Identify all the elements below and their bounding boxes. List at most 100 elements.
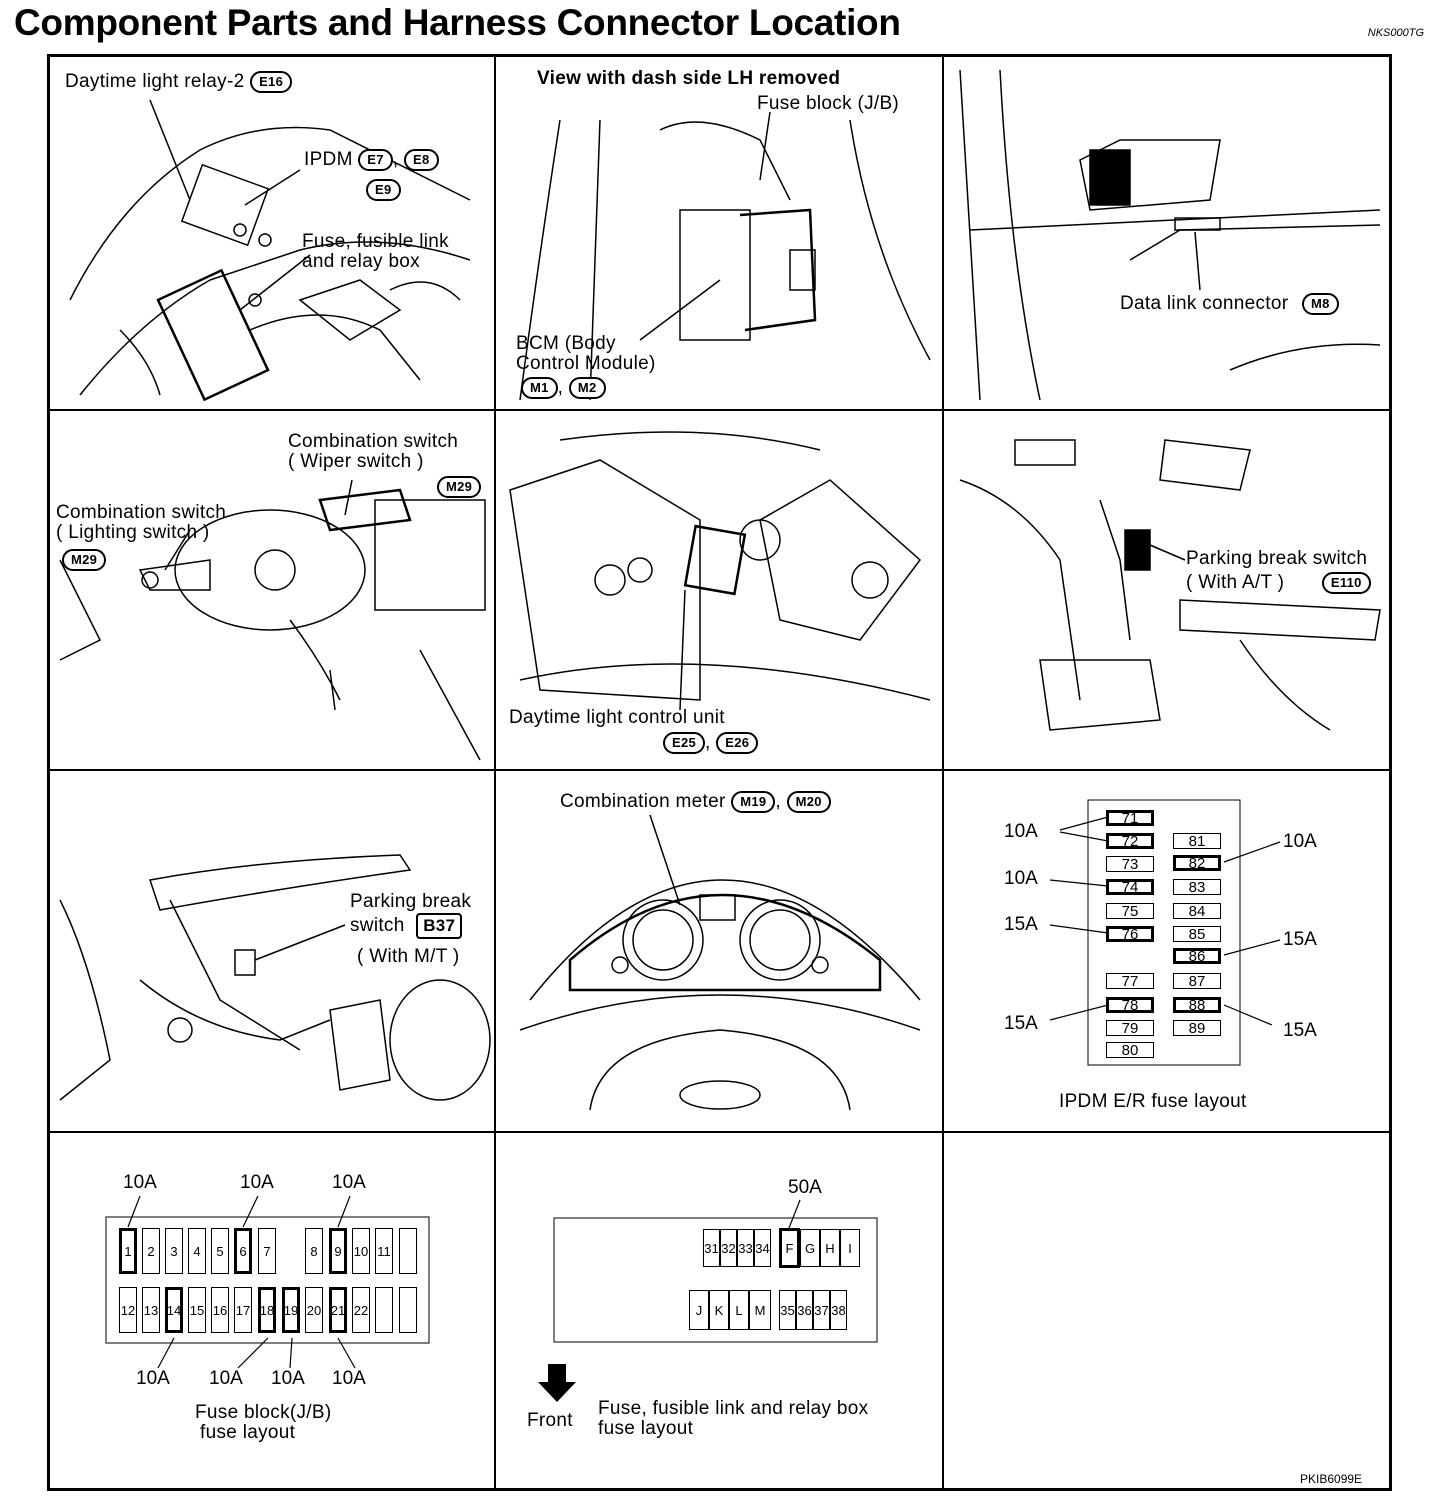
page-title: Component Parts and Harness Connector Lo… bbox=[14, 2, 901, 43]
parking-brake-mt-illustration bbox=[59, 854, 491, 1101]
amp-rating: 10A bbox=[1283, 831, 1317, 852]
engine-bay-illustration bbox=[69, 99, 471, 402]
connector-badge: M29 bbox=[437, 476, 482, 498]
relay-box-link-m: M bbox=[749, 1290, 771, 1330]
connector-badge: M1 bbox=[521, 377, 558, 399]
ipdm-connector-3: E9 bbox=[366, 179, 401, 201]
fuse-block-label: Fuse block (J/B) bbox=[757, 93, 900, 114]
jb-fuse-15: 15 bbox=[188, 1287, 206, 1333]
view-caption: View with dash side LH removed bbox=[537, 68, 841, 89]
jb-fuse-7: 7 bbox=[258, 1228, 276, 1274]
ipdm-fuse-76: 76 bbox=[1106, 926, 1154, 943]
jb-fuse-blank bbox=[375, 1287, 393, 1333]
daytime-light-relay-label: Daytime light relay-2 E16 bbox=[65, 71, 293, 93]
jb-fuse-6: 6 bbox=[234, 1228, 252, 1274]
steering-column-illustration bbox=[59, 479, 486, 761]
relay-box-fuse-33: 33 bbox=[737, 1229, 754, 1267]
amp-rating: 10A bbox=[1004, 821, 1038, 842]
jb-fuse-10: 10 bbox=[352, 1228, 370, 1274]
jb-fuse-block-outline bbox=[105, 1216, 430, 1344]
ipdm-fuse-77: 77 bbox=[1106, 973, 1154, 990]
fuse-box-label-line2: and relay box bbox=[302, 251, 420, 272]
ipdm-fuse-89: 89 bbox=[1173, 1020, 1221, 1037]
jb-fuse-18: 18 bbox=[258, 1287, 276, 1333]
relay-box-leader bbox=[788, 1199, 801, 1229]
ipdm-fuse-78: 78 bbox=[1106, 997, 1154, 1014]
wiper-switch-label-line2: ( Wiper switch ) bbox=[288, 451, 424, 472]
jb-fuse-4: 4 bbox=[188, 1228, 206, 1274]
ipdm-fuse-75: 75 bbox=[1106, 903, 1154, 920]
amp-rating: 10A bbox=[332, 1368, 366, 1389]
relay-box-fuse-38: 38 bbox=[830, 1290, 847, 1330]
connector-badge: M20 bbox=[786, 791, 831, 813]
amp-rating: 15A bbox=[1004, 1013, 1038, 1034]
relay-box-fuse-31: 31 bbox=[703, 1229, 720, 1267]
jb-fuse-11: 11 bbox=[375, 1228, 393, 1274]
ipdm-fuse-81: 81 bbox=[1173, 833, 1221, 850]
amp-rating: 15A bbox=[1283, 1020, 1317, 1041]
relay-box-link-j: J bbox=[689, 1290, 709, 1330]
parking-brake-mt-label-line1: Parking break bbox=[350, 891, 472, 912]
relay-box-fuse-37: 37 bbox=[813, 1290, 830, 1330]
combination-meter-label: Combination meter M19, M20 bbox=[560, 791, 831, 813]
jb-fuse-21: 21 bbox=[329, 1287, 347, 1333]
wiper-switch-connector: M29 bbox=[437, 476, 482, 498]
front-label: Front bbox=[527, 1410, 573, 1431]
ipdm-fuse-71: 71 bbox=[1106, 810, 1154, 827]
ipdm-label: IPDM E7, E8 bbox=[304, 149, 439, 171]
connector-badge: M8 bbox=[1301, 293, 1339, 315]
amp-rating: 50A bbox=[788, 1177, 822, 1198]
bcm-label-line1: BCM (Body bbox=[516, 333, 616, 354]
dtl-unit-illustration bbox=[509, 431, 931, 711]
parking-brake-mt-label-line2: switch B37 bbox=[350, 913, 463, 939]
ipdm-fuse-layout-caption: IPDM E/R fuse layout bbox=[1059, 1091, 1247, 1112]
connector-badge: B37 bbox=[416, 913, 463, 939]
relay-box-fuse-36: 36 bbox=[796, 1290, 813, 1330]
jb-fuse-5: 5 bbox=[211, 1228, 229, 1274]
connector-badge: E25 bbox=[663, 732, 706, 754]
amp-rating: 10A bbox=[136, 1368, 170, 1389]
jb-caption-line1: Fuse block(J/B) bbox=[195, 1402, 332, 1423]
relay-box-link-h: H bbox=[820, 1229, 840, 1267]
amp-rating: 15A bbox=[1004, 914, 1038, 935]
ipdm-fuse-85: 85 bbox=[1173, 926, 1221, 943]
relay-box-link-k: K bbox=[709, 1290, 729, 1330]
ipdm-fuse-84: 84 bbox=[1173, 903, 1221, 920]
ipdm-fuse-82: 82 bbox=[1173, 855, 1221, 872]
jb-fuse-14: 14 bbox=[165, 1287, 183, 1333]
jb-fuse-8: 8 bbox=[305, 1228, 323, 1274]
jb-fuse-2: 2 bbox=[142, 1228, 160, 1274]
relay-box-caption-line1: Fuse, fusible link and relay box bbox=[598, 1398, 869, 1419]
ipdm-fuse-box-outline bbox=[1087, 799, 1241, 1066]
jb-fuse-9: 9 bbox=[329, 1228, 347, 1274]
combination-meter-illustration bbox=[519, 814, 921, 1111]
ipdm-fuse-86: 86 bbox=[1173, 948, 1221, 965]
jb-fuse-16: 16 bbox=[211, 1287, 229, 1333]
connector-badge: M19 bbox=[731, 791, 776, 813]
daytime-light-unit-label: Daytime light control unit bbox=[509, 707, 725, 728]
connector-badge: M2 bbox=[568, 377, 606, 399]
ipdm-fuse-72: 72 bbox=[1106, 833, 1154, 850]
relay-box-link-i: I bbox=[840, 1229, 860, 1267]
lighting-switch-label-line2: ( Lighting switch ) bbox=[56, 522, 210, 543]
parking-brake-at-label-line1: Parking break switch bbox=[1186, 548, 1368, 569]
relay-box-link-g: G bbox=[800, 1229, 820, 1267]
amp-rating: 10A bbox=[332, 1172, 366, 1193]
jb-caption-line2: fuse layout bbox=[200, 1422, 296, 1443]
ipdm-leader-lines bbox=[1049, 816, 1281, 1026]
connector-badge: M29 bbox=[62, 549, 107, 571]
amp-rating: 10A bbox=[271, 1368, 305, 1389]
jb-fuse-20: 20 bbox=[305, 1287, 323, 1333]
jb-fuse-17: 17 bbox=[234, 1287, 252, 1333]
jb-fuse-19: 19 bbox=[282, 1287, 300, 1333]
daytime-light-unit-connectors: E25, E26 bbox=[663, 732, 759, 754]
jb-fuse-blank bbox=[399, 1287, 417, 1333]
relay-box-link-f: F bbox=[779, 1228, 800, 1268]
relay-box-fuse-34: 34 bbox=[754, 1229, 771, 1267]
ipdm-fuse-74: 74 bbox=[1106, 879, 1154, 896]
connector-badge: E110 bbox=[1321, 572, 1371, 594]
amp-rating: 10A bbox=[209, 1368, 243, 1389]
parking-brake-at-label-line2: ( With A/T ) E110 bbox=[1186, 572, 1371, 594]
amp-rating: 10A bbox=[1004, 868, 1038, 889]
